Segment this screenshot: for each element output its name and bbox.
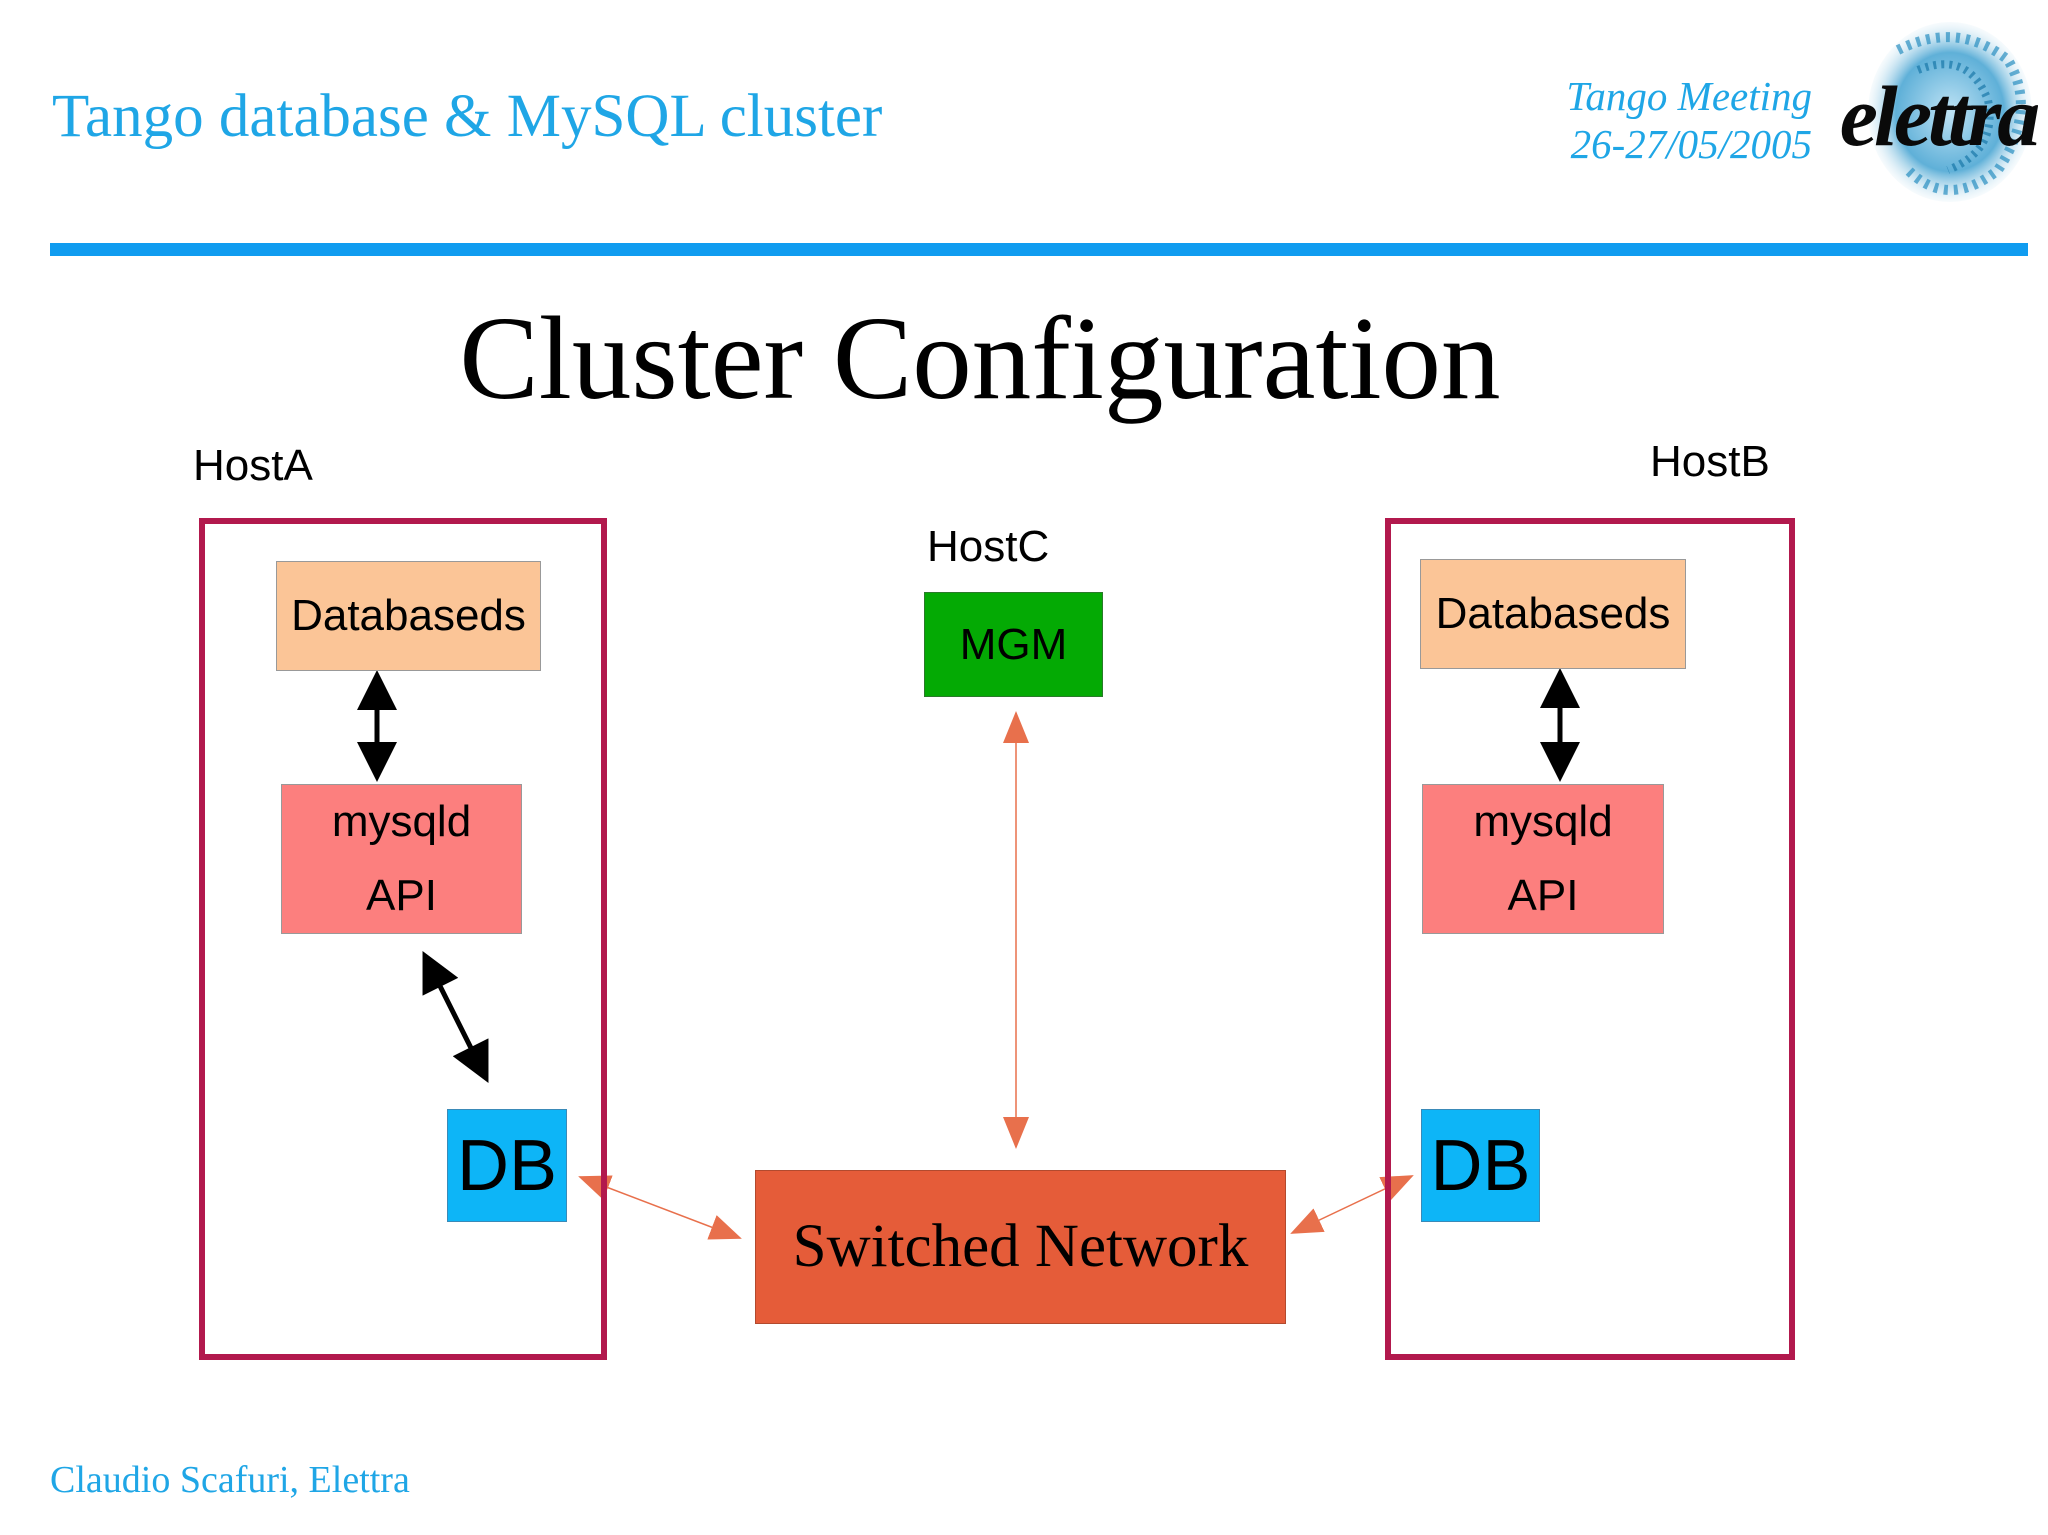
host-a-databaseds-label: Databaseds bbox=[291, 591, 526, 640]
elettra-logo: elettra bbox=[1840, 22, 2038, 202]
host-a-db-label: DB bbox=[456, 1125, 558, 1206]
meeting-name: Tango Meeting bbox=[1566, 73, 1812, 119]
link-db-b-network bbox=[1290, 1175, 1414, 1234]
link-mysqld-db-a bbox=[422, 951, 489, 1083]
host-b-db: DB bbox=[1421, 1109, 1540, 1222]
host-b-mysqld-line1: mysqld bbox=[1473, 797, 1613, 846]
host-a-mysqld-line1: mysqld bbox=[331, 797, 472, 846]
host-b-mysqld: mysqld API bbox=[1422, 784, 1664, 934]
host-b-databaseds-label: Databaseds bbox=[1435, 589, 1671, 638]
host-a-mysqld-line2: API bbox=[366, 871, 437, 920]
host-a-databaseds: Databaseds bbox=[276, 561, 541, 671]
host-c-mgm-label: MGM bbox=[959, 619, 1068, 669]
host-c-label: HostC bbox=[927, 522, 1050, 571]
host-a-frame bbox=[199, 518, 607, 1360]
host-c-mgm: MGM bbox=[924, 592, 1103, 697]
logo-wordmark: elettra bbox=[1840, 68, 2038, 164]
host-b-label: HostB bbox=[1650, 437, 1770, 486]
slide-title: Cluster Configuration bbox=[459, 292, 1501, 424]
switched-network: Switched Network bbox=[755, 1170, 1286, 1324]
host-b-databaseds: Databaseds bbox=[1420, 559, 1686, 669]
footer-author: Claudio Scafuri, Elettra bbox=[50, 1459, 410, 1501]
header-title: Tango database & MySQL cluster bbox=[52, 83, 883, 150]
host-a-mysqld: mysqld API bbox=[281, 784, 522, 934]
host-b-frame bbox=[1385, 518, 1795, 1360]
host-a-db: DB bbox=[447, 1109, 567, 1222]
meeting-date: 26-27/05/2005 bbox=[1570, 121, 1812, 167]
host-b-mysqld-line2: API bbox=[1507, 871, 1579, 920]
host-a-label: HostA bbox=[193, 441, 313, 490]
host-b-db-label: DB bbox=[1430, 1125, 1531, 1206]
header-divider bbox=[50, 243, 2028, 256]
meeting-info: Tango Meeting 26-27/05/2005 bbox=[1500, 72, 1812, 168]
switched-network-label: Switched Network bbox=[792, 1213, 1249, 1280]
